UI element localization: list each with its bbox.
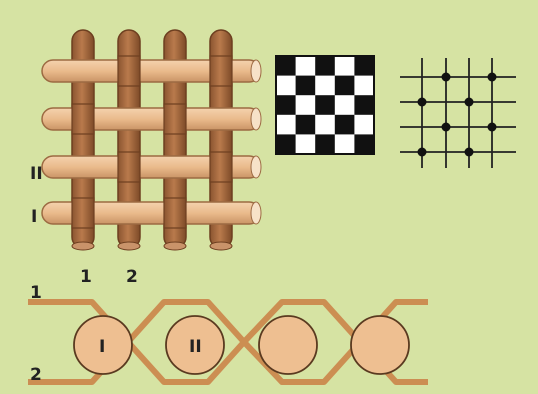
interlacing-dot <box>488 73 497 82</box>
cross-warp-label-1: 1 <box>30 283 42 303</box>
grid-cell-black <box>335 115 355 135</box>
interlacing-dot <box>442 123 451 132</box>
weft-end <box>251 108 261 130</box>
warp-over <box>118 152 140 182</box>
warp-over <box>164 104 186 134</box>
interlacing-dot <box>465 148 474 157</box>
cross-weft-label-I: I <box>99 337 105 357</box>
grid-cell-black <box>276 95 296 115</box>
warp-end <box>72 242 94 250</box>
plain-weave-illustration: II I 1 2 <box>30 30 261 287</box>
grid-cell-black <box>315 134 335 154</box>
grid-cell-black <box>315 56 335 76</box>
warp-end <box>118 242 140 250</box>
cross-section-view: I II 1 2 <box>28 283 428 385</box>
warp-over <box>164 198 186 228</box>
interlacing-dot <box>465 98 474 107</box>
grid-cell-black <box>276 134 296 154</box>
cross-warp-label-2: 2 <box>30 365 42 385</box>
grid-cell-black <box>276 56 296 76</box>
interlacing-dot <box>418 98 427 107</box>
weft-cross-section <box>259 316 317 374</box>
weave-pattern-grid <box>276 56 374 154</box>
weft-end <box>251 202 261 224</box>
warp-label-2: 2 <box>126 267 138 287</box>
grid-cell-black <box>296 115 316 135</box>
interlacing-dot <box>418 148 427 157</box>
grid-cell-black <box>296 76 316 96</box>
interlacing-dot <box>442 73 451 82</box>
warp-over <box>210 152 232 182</box>
grid-cell-black <box>315 95 335 115</box>
warp-label-1: 1 <box>80 267 92 287</box>
weft-end <box>251 156 261 178</box>
interlacing-points-diagram <box>400 58 516 168</box>
warp-over <box>72 198 94 228</box>
weft-label-I: I <box>31 207 37 227</box>
grid-cell-black <box>335 76 355 96</box>
grid-cell-black <box>354 134 374 154</box>
weft-label-II: II <box>30 164 43 184</box>
warp-over <box>72 104 94 134</box>
weft-end <box>251 60 261 82</box>
weft-cross-section <box>351 316 409 374</box>
warp-end <box>210 242 232 250</box>
interlacing-dot <box>488 123 497 132</box>
grid-cell-black <box>354 56 374 76</box>
grid-cell-black <box>354 95 374 115</box>
cross-weft-label-II: II <box>189 337 202 357</box>
warp-over <box>118 56 140 86</box>
warp-end <box>164 242 186 250</box>
warp-over <box>210 56 232 86</box>
